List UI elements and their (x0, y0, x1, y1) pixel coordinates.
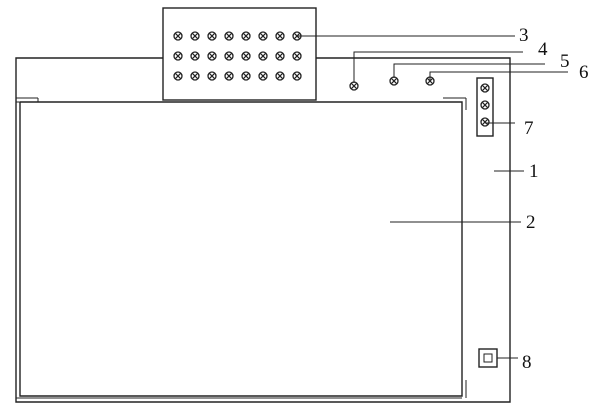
terminal-screw-icon (292, 51, 302, 61)
label-2: 2 (526, 212, 536, 233)
terminal-screw-icon (207, 71, 217, 81)
indicator-icon (349, 81, 359, 91)
label-3: 3 (519, 25, 529, 46)
label-8: 8 (522, 352, 532, 373)
terminal-screw-icon (207, 51, 217, 61)
terminal-screw-icon (173, 71, 183, 81)
terminal-screw-icon (224, 31, 234, 41)
side-terminal-strip (476, 77, 494, 137)
terminal-screw-icon (224, 71, 234, 81)
label-4: 4 (538, 39, 548, 60)
terminal-screw-icon (173, 31, 183, 41)
side-terminal-screw-icon (480, 100, 490, 110)
terminal-screw-icon (292, 71, 302, 81)
terminal-screw-icon (258, 71, 268, 81)
side-terminal-screw-icon (480, 117, 490, 127)
terminal-screw-icon (190, 51, 200, 61)
label-5: 5 (560, 51, 570, 72)
inner-panel (16, 97, 467, 399)
label-1: 1 (529, 161, 539, 182)
top-indicators (349, 76, 435, 91)
leader-4 (353, 51, 523, 83)
terminal-screw-icon (258, 51, 268, 61)
label-6: 6 (579, 62, 589, 83)
terminal-screw-icon (275, 51, 285, 61)
leader-6 (429, 71, 568, 80)
terminal-screw-grid (173, 31, 302, 81)
outer-housing (15, 57, 511, 403)
terminal-screw-icon (241, 51, 251, 61)
terminal-screw-icon (224, 51, 234, 61)
square-switch (478, 348, 498, 368)
terminal-block (162, 7, 317, 101)
terminal-screw-icon (190, 31, 200, 41)
side-terminal-screw-icon (480, 83, 490, 93)
terminal-screw-icon (207, 31, 217, 41)
terminal-screw-icon (275, 71, 285, 81)
leader-5 (393, 63, 545, 78)
terminal-screw-icon (275, 31, 285, 41)
callout-labels: 3 4 5 6 7 1 2 8 (519, 25, 589, 373)
indicator-icon (389, 76, 399, 86)
label-7: 7 (524, 118, 534, 139)
terminal-screw-icon (190, 71, 200, 81)
side-terminal-screws (480, 83, 490, 127)
terminal-screw-icon (258, 31, 268, 41)
terminal-screw-icon (241, 31, 251, 41)
leader-lines (296, 35, 568, 359)
terminal-screw-icon (173, 51, 183, 61)
terminal-screw-icon (241, 71, 251, 81)
